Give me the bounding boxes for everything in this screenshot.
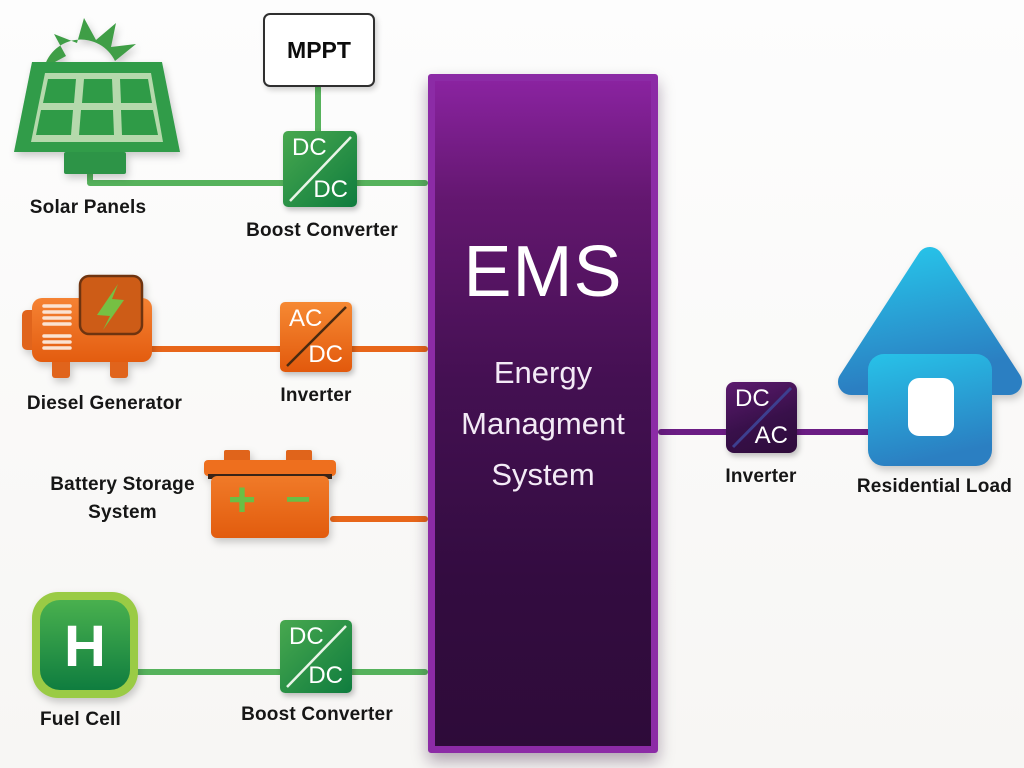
inverter-dc-ac-box: DC AC [726,382,797,453]
battery-icon: + − [200,448,340,548]
wire-mppt-to-boost [315,84,321,136]
house-window [908,378,954,436]
ems-box: EMS Energy Managment System [428,74,658,753]
hydrogen-symbol: H [64,614,106,679]
inverter-ac-dc-box: AC DC [280,302,352,372]
residential-load-label: Residential Load [856,476,1013,497]
mppt-box: MPPT [263,13,375,87]
boost-converter-top-label: Boost Converter [246,220,398,241]
mppt-label: MPPT [287,36,351,63]
boost-converter-bottom-box: DC DC [280,620,352,693]
solar-panels-label: Solar Panels [29,197,147,218]
inverter-dc-label: Inverter [725,466,797,487]
wire-battery-to-ems [330,516,428,522]
boost-bottom-dc-out: DC [308,662,343,689]
solar-panel-icon [4,6,188,197]
ems-name-line1: Energy [493,355,593,390]
battery-label-line2: System [88,502,157,523]
ems-acronym: EMS [463,232,623,312]
boost-top-dc-out: DC [313,176,348,203]
lightning-bolt-shape [97,284,124,330]
battery-label-line1: Battery Storage [50,474,195,495]
diesel-generator-label: Diesel Generator [26,393,183,414]
inverter-dc-out: AC [754,422,788,449]
wire-solar-to-ems [87,180,428,186]
ems-name-line3: System [491,457,595,492]
ems-name-line2: Managment [461,406,625,441]
inverter-ac-in: AC [289,305,323,332]
boost-top-dc-in: DC [292,134,327,161]
diesel-generator-icon [20,270,168,387]
sunburst-shape [44,18,136,68]
ems-full-name: Energy Managment System [435,347,651,500]
house-icon [836,242,1024,481]
boost-bottom-dc-in: DC [289,623,324,650]
inverter-ac-label: Inverter [280,385,352,406]
battery-minus-terminal: − [285,475,311,524]
inverter-ac-out: DC [308,341,343,368]
inverter-dc-in: DC [735,385,770,412]
battery-plus-terminal: + [228,474,256,527]
fuel-cell-icon: H [30,590,140,705]
boost-converter-bottom-label: Boost Converter [241,704,393,725]
fuel-cell-label: Fuel Cell [40,709,121,730]
battery-storage-label: Battery Storage System [30,471,215,527]
boost-converter-top-box: DC DC [283,131,357,207]
